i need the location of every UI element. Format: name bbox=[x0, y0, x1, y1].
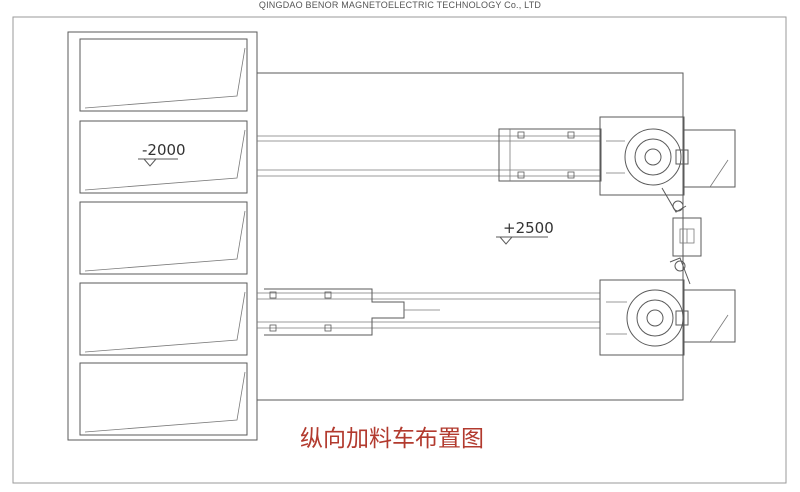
upper-cable-drum bbox=[599, 116, 736, 213]
bin-1 bbox=[79, 38, 248, 112]
diagram-caption: 纵向加料车布置图 bbox=[300, 426, 484, 452]
lower-cable-drum bbox=[599, 257, 736, 356]
level-marker-left: -2000 bbox=[138, 141, 186, 167]
level-marker-center: +2500 bbox=[496, 219, 554, 245]
level-label-center: +2500 bbox=[503, 219, 554, 237]
lower-rail bbox=[257, 288, 600, 336]
outer-frame bbox=[12, 16, 787, 484]
bin-5 bbox=[79, 362, 248, 436]
pit-outline bbox=[257, 72, 684, 401]
upper-rail-bolts bbox=[517, 131, 575, 179]
drive-motor bbox=[672, 217, 702, 257]
bin-2 bbox=[79, 120, 248, 194]
bin-column bbox=[67, 31, 258, 441]
company-header: QINGDAO BENOR MAGNETOELECTRIC TECHNOLOGY… bbox=[258, 0, 542, 10]
bin-3 bbox=[79, 201, 248, 275]
lower-rail-bolts bbox=[269, 291, 332, 332]
upper-rail bbox=[257, 128, 602, 182]
bin-4 bbox=[79, 282, 248, 356]
level-label-left: -2000 bbox=[142, 141, 186, 159]
